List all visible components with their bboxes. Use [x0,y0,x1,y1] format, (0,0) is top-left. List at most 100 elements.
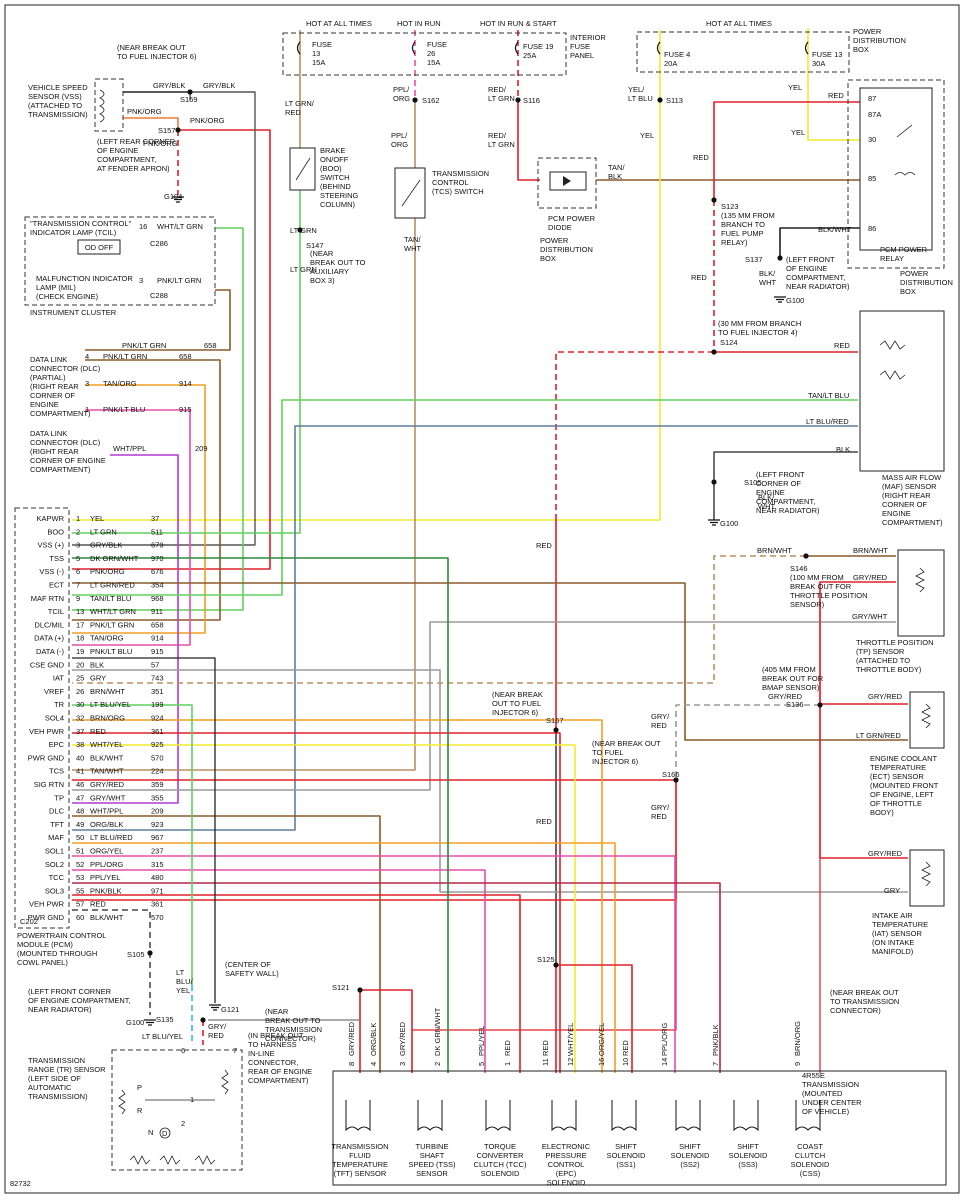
label-s146-note: BREAK OUT FOR [790,582,852,591]
tr-d-circle [159,1127,171,1139]
pcm-pin-number: 41 [76,767,84,776]
label-s146-note: THROTTLE POSITION [790,591,868,600]
dlc-wire-label: WHT/PPL [113,444,146,453]
label-vss-note: TO FUEL INJECTOR 6) [117,52,197,61]
trans-pin-number: 3 [398,1062,407,1066]
wire-vehpwr-57 [72,894,521,1073]
pcm-pin-circuit: 970 [151,554,164,563]
label-maf: CORNER OF [882,500,927,509]
pcm-pin-wire: RED [90,727,106,736]
solenoid-label: SOLENOID [791,1160,830,1169]
label-tp: THROTTLE POSITION [856,638,934,647]
wire-label-red_ltgrn: RED/ [488,131,507,140]
pcm-pin-number: 32 [76,714,84,723]
wire-tft-orgblk [72,815,381,1073]
label-maf: (MAF) SENSOR [882,482,937,491]
wire-label-blk_wht2: WHT [758,502,775,511]
solenoid-label: CLUTCH (TCC) [474,1160,527,1169]
wire-label-ppl_org: PPL/ [391,131,408,140]
wire-mil-dlc [85,289,231,351]
pcm-pin-name: TR [54,700,65,709]
label-iat: INTAKE AIR [872,911,913,920]
wire-label-gry_red2: GRY/ [651,712,670,721]
solenoid-label: (SS1) [616,1160,636,1169]
label-tp: (ATTACHED TO [856,656,910,665]
wire-label-yel: YEL [788,83,802,92]
wire-tp-grywht [72,621,896,791]
label-s166-note: (NEAR BREAK OUT [592,739,661,748]
wire-maf-blk [713,451,858,520]
label-boo-switch: (BEHIND [320,182,351,191]
label-g100-note: NEAR RADIATOR) [28,1005,92,1014]
pcm-pin-number: 26 [76,687,84,696]
pcm-pin-number: 52 [76,860,84,869]
splice-label-s123: S123 [721,202,739,211]
wire-cse-gnd [72,657,216,1003]
wire-label-blk: BLK [836,445,850,454]
wire-label-gry_red2: GRY/ [208,1022,227,1031]
splice-label-s121: S121 [332,983,350,992]
label-s166-note: TO FUEL [592,748,624,757]
label-ect: BODY) [870,808,894,817]
label-boo-switch: BRAKE [320,146,345,155]
pcm-pin-circuit: 679 [151,541,164,550]
trans-pin-number: 1 [503,1062,512,1066]
instrument-cluster-box [24,216,216,306]
wire-label-gry_red2: GRY/ [651,803,670,812]
wire-maf-ltblured [72,425,858,831]
label-ect: TEMPERATURE [870,763,926,772]
label-dlc1: DATA LINK [30,355,67,364]
pcm-pin-wire: PNK/LT GRN [90,620,134,629]
wire-label-blk_wht2: BLK/ [758,493,775,502]
pcm-pin-circuit: 914 [151,634,164,643]
connector-c286: C286 [150,239,168,248]
pcm-pin-circuit: 924 [151,714,164,723]
fuse-icon [411,41,416,55]
solenoid-label: SHAFT [420,1151,445,1160]
pcm-pin-wire: PNK/ORG [90,567,125,576]
trans-pin-number: 11 [541,1058,550,1066]
pcm-box [14,507,70,929]
wire-vehpwr-37 [72,732,561,1073]
label-mil: MALFUNCTION INDICATOR [36,274,133,283]
splice-label-s157: S157 [158,126,176,135]
vss-coil [99,89,105,123]
pcm-pin-wire: YEL [90,514,104,523]
wire-ect-ltgrnred [72,582,908,741]
wire-label-gry: GRY [884,886,900,895]
pcm-pin-name: VSS (-) [39,567,64,576]
label-s105-note: (LEFT FRONT [756,470,805,479]
label-power-distribution-box: BOX [853,45,869,54]
maf-resistor-1 [879,340,906,350]
solenoid-coil-icon [733,1100,759,1132]
wire-label-yel: YEL [640,131,654,140]
wire-vref [72,555,806,684]
splice-label-s105a: S105 [744,478,762,487]
pcm-pin-wire: ORG/YEL [90,847,123,856]
pcm-power-relay-box [859,87,933,251]
label-dlc2: COMPARTMENT) [30,465,91,474]
pcm-pin-number: 1 [76,514,80,523]
wire-label-red: RED [536,817,552,826]
label-pcm-power-relay: RELAY [880,254,904,263]
solenoid-coil-icon [485,1100,511,1132]
label-pcm-power-diode: DIODE [548,223,572,232]
dlc-circuit-label: 658 [179,352,192,361]
label-transmission: 4R55E [802,1071,825,1080]
solenoid-label: TURBINE [416,1142,449,1151]
pcm-pin-name: IAT [53,674,65,683]
label-dlc1: ENGINE [30,400,59,409]
wire-label-gry_red: GRY/RED [853,573,888,582]
diode-body [549,171,587,191]
relay-pin-label: 30 [868,135,876,144]
wire-layer [72,28,908,1073]
pcm-pin-wire: LT GRN/RED [90,581,135,590]
trans-pin-number: 12 [566,1058,575,1066]
wire-label-gry_red2: RED [651,812,667,821]
power-distribution-box-top [636,31,850,73]
tr-label-1: 1 [190,1095,194,1104]
dlc-circuit-label: 915 [179,405,192,414]
solenoid-coil-icon [611,1100,637,1132]
pcm-pin-number: 60 [76,913,84,922]
splice-label-s116: S116 [523,96,540,105]
